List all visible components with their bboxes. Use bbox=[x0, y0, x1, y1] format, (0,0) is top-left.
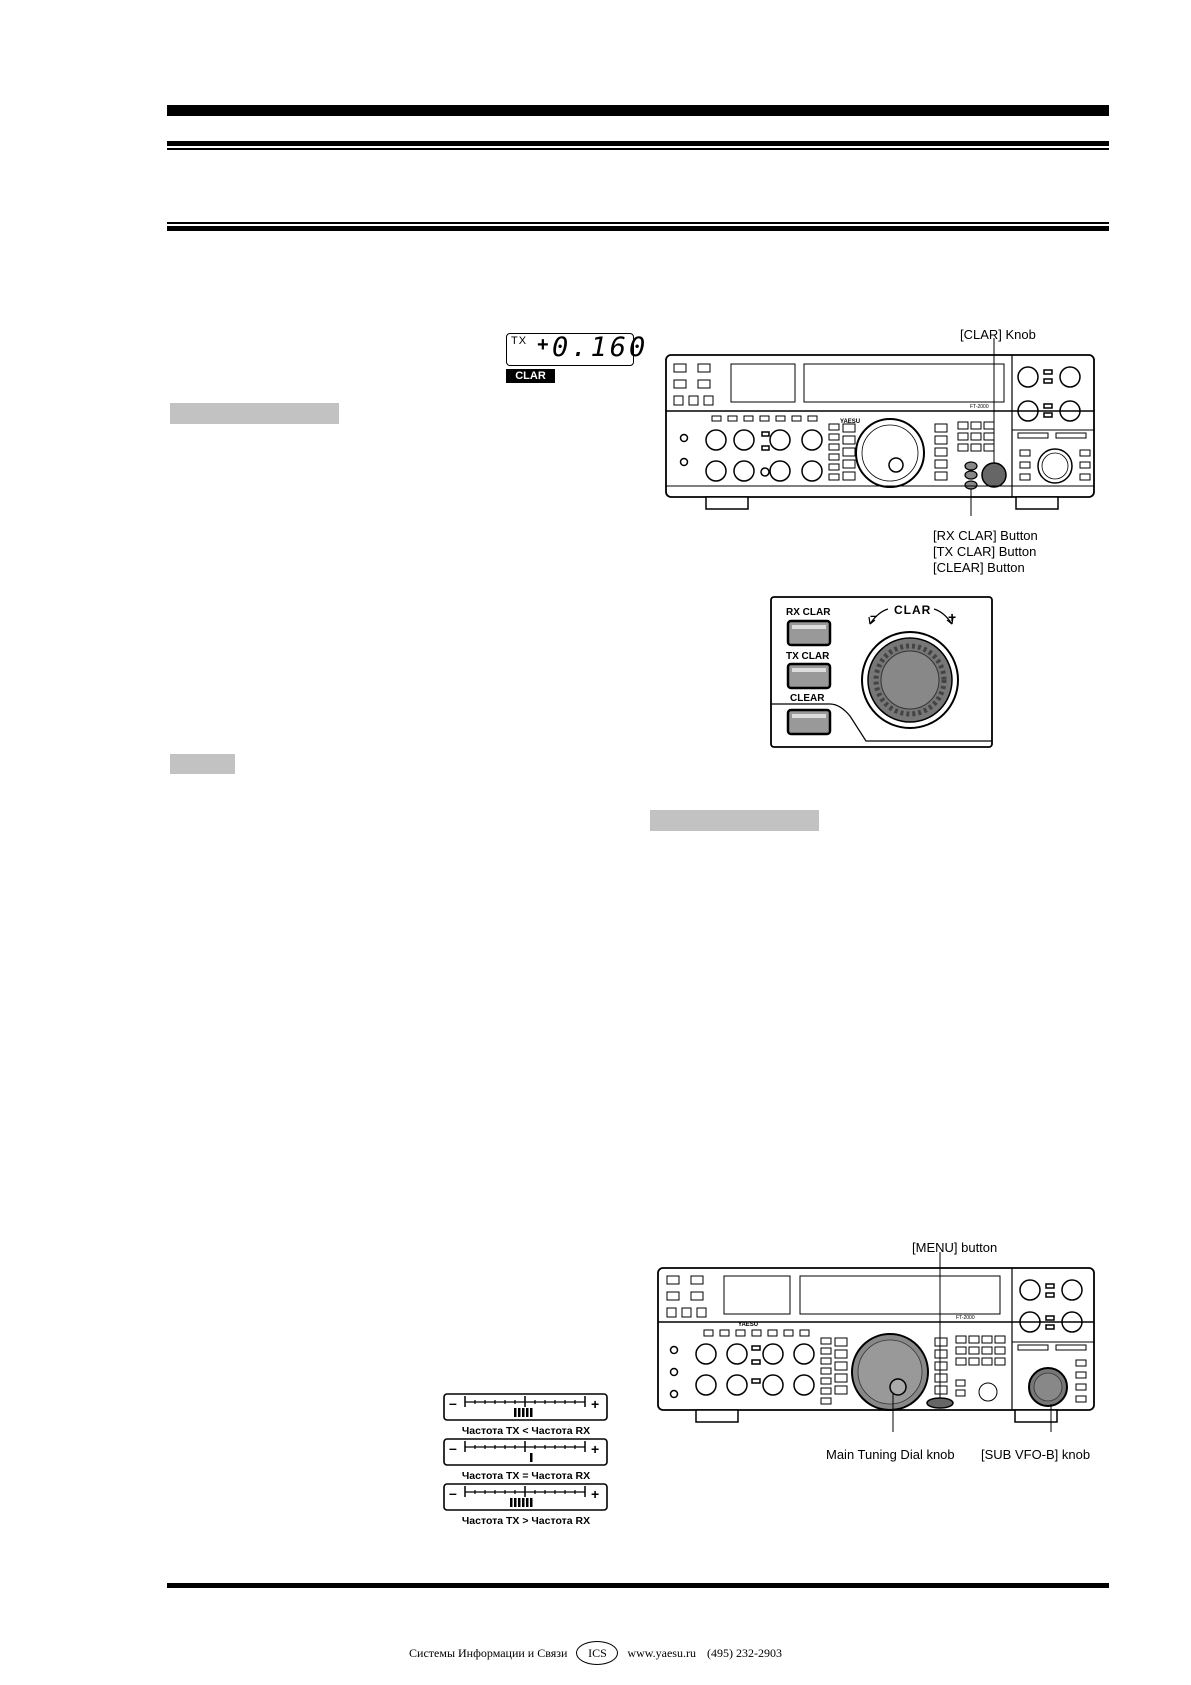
top-sub-knob bbox=[1037, 448, 1073, 484]
closeup-plus-sign: + bbox=[948, 609, 956, 625]
bottom-display-left bbox=[723, 1275, 791, 1315]
ics-logo: ICS bbox=[576, 1641, 619, 1665]
scale-plus: + bbox=[591, 1396, 599, 1412]
scale-plus: + bbox=[591, 1486, 599, 1502]
footer: Системы Информации и Связи ICS www.yaesu… bbox=[0, 1641, 1191, 1665]
bottom-menu-button bbox=[926, 1397, 954, 1409]
top-model: FT-2000 bbox=[970, 404, 989, 410]
header-rule-lower-1 bbox=[167, 222, 1109, 224]
offset-scale-2: – + Частота TX = Частота RX bbox=[443, 1438, 608, 1482]
callout-tx-clar-button: [TX CLAR] Button bbox=[933, 544, 1037, 559]
scale-minus: – bbox=[449, 1395, 457, 1411]
top-left-knobs bbox=[679, 429, 823, 482]
scale-minus: – bbox=[449, 1485, 457, 1501]
header-double-rule-top bbox=[167, 141, 1109, 146]
bottom-foot-left bbox=[695, 1409, 739, 1423]
closeup-clear-button bbox=[786, 708, 832, 736]
callout-sub-vfo: [SUB VFO-B] knob bbox=[981, 1447, 1091, 1462]
top-main-dial bbox=[855, 418, 925, 488]
offset-scale-1: – + Частота TX < Частота RX bbox=[443, 1393, 608, 1437]
top-side-buttons bbox=[828, 423, 856, 481]
top-small-buttons bbox=[711, 415, 818, 422]
closeup-tx-clar-button bbox=[786, 662, 832, 690]
scale-minus: – bbox=[449, 1440, 457, 1456]
closeup-rotation-arrow-right bbox=[933, 608, 953, 625]
closeup-clear-label: CLEAR bbox=[790, 693, 825, 704]
closeup-rotation-arrow-left bbox=[869, 608, 889, 625]
lcd-offset-value: 0.160 bbox=[552, 332, 649, 363]
radio-front-panel-bottom: YAESU FT-2000 bbox=[657, 1252, 1095, 1432]
footer-site: www.yaesu.ru bbox=[627, 1645, 696, 1660]
top-right-knobs bbox=[1017, 366, 1081, 422]
scale-caption: Частота TX > Частота RX bbox=[462, 1515, 590, 1527]
section-heading-placeholder-2 bbox=[170, 754, 235, 774]
clar-badge: CLAR bbox=[506, 369, 555, 383]
bottom-display-main bbox=[799, 1275, 1001, 1315]
scale-bar-segment bbox=[522, 1408, 525, 1417]
header-thick-rule bbox=[167, 105, 1109, 116]
callout-clar-knob: [CLAR] Knob bbox=[960, 327, 1036, 342]
bottom-left-knobs bbox=[669, 1343, 815, 1399]
top-foot-right bbox=[1015, 496, 1059, 510]
top-foot-left bbox=[705, 496, 749, 510]
clar-closeup-diagram: RX CLAR TX CLAR CLEAR CLAR – + bbox=[770, 596, 993, 748]
scale-bar-segment bbox=[522, 1498, 525, 1507]
scale-caption: Частота TX < Частота RX bbox=[462, 1425, 590, 1437]
header-double-rule-bottom bbox=[167, 148, 1109, 150]
scale-bar-segment bbox=[518, 1408, 521, 1417]
bottom-model: FT-2000 bbox=[956, 1315, 975, 1321]
scale-bar-segment bbox=[510, 1498, 513, 1507]
closeup-tx-clar-label: TX CLAR bbox=[786, 651, 830, 662]
bottom-brand: YAESU bbox=[738, 1322, 758, 1328]
scale-bar-segment bbox=[526, 1408, 529, 1417]
footer-rule bbox=[167, 1583, 1109, 1588]
offset-scales: –+Частота TX < Частота RX–+Частота TX = … bbox=[443, 1393, 609, 1528]
top-brand: YAESU bbox=[840, 419, 860, 425]
closeup-rx-clar-button bbox=[786, 619, 832, 647]
scale-bar-segment bbox=[514, 1498, 517, 1507]
scale-plus: + bbox=[591, 1441, 599, 1457]
bottom-foot-right bbox=[1014, 1409, 1058, 1423]
callout-menu-button: [MENU] button bbox=[912, 1240, 998, 1255]
lcd-sign: + bbox=[537, 334, 549, 356]
closeup-minus-sign: – bbox=[870, 608, 877, 623]
section-heading-placeholder-3 bbox=[650, 810, 819, 831]
bottom-keypad bbox=[955, 1335, 1006, 1402]
scale-bar-segment bbox=[530, 1498, 533, 1507]
top-clar-buttons bbox=[964, 461, 978, 490]
lcd-tx-label: TX bbox=[511, 335, 528, 347]
clar-lcd-display: TX + 0.160 bbox=[506, 332, 645, 366]
scale-bar-segment bbox=[518, 1498, 521, 1507]
closeup-clar-label: CLAR bbox=[894, 603, 931, 617]
scale-bar-segment bbox=[514, 1408, 517, 1417]
scale-caption: Частота TX = Частота RX bbox=[462, 1470, 590, 1482]
section-heading-placeholder-1 bbox=[170, 403, 339, 424]
scale-bar-segment bbox=[526, 1498, 529, 1507]
offset-scale-3: – + Частота TX > Частота RX bbox=[443, 1483, 608, 1527]
header-rule-lower-2 bbox=[167, 226, 1109, 231]
footer-phone: (495) 232-2903 bbox=[706, 1645, 782, 1660]
callout-main-dial: Main Tuning Dial knob bbox=[826, 1447, 955, 1462]
footer-org: Системы Информации и Связи bbox=[409, 1645, 568, 1660]
top-right-side-buttons bbox=[934, 423, 948, 481]
top-display-main bbox=[803, 363, 1005, 403]
scale-bar-segment bbox=[530, 1453, 533, 1462]
top-clar-knob bbox=[981, 462, 1007, 488]
scale-bar-segment bbox=[530, 1408, 533, 1417]
top-display-left bbox=[730, 363, 796, 403]
callout-clear-button: [CLEAR] Button bbox=[933, 560, 1025, 575]
closeup-rx-clar-label: RX CLAR bbox=[786, 607, 831, 618]
radio-front-panel-top: YAESU FT-2000 bbox=[665, 338, 1095, 516]
callout-rx-clar-button: [RX CLAR] Button bbox=[933, 528, 1038, 543]
